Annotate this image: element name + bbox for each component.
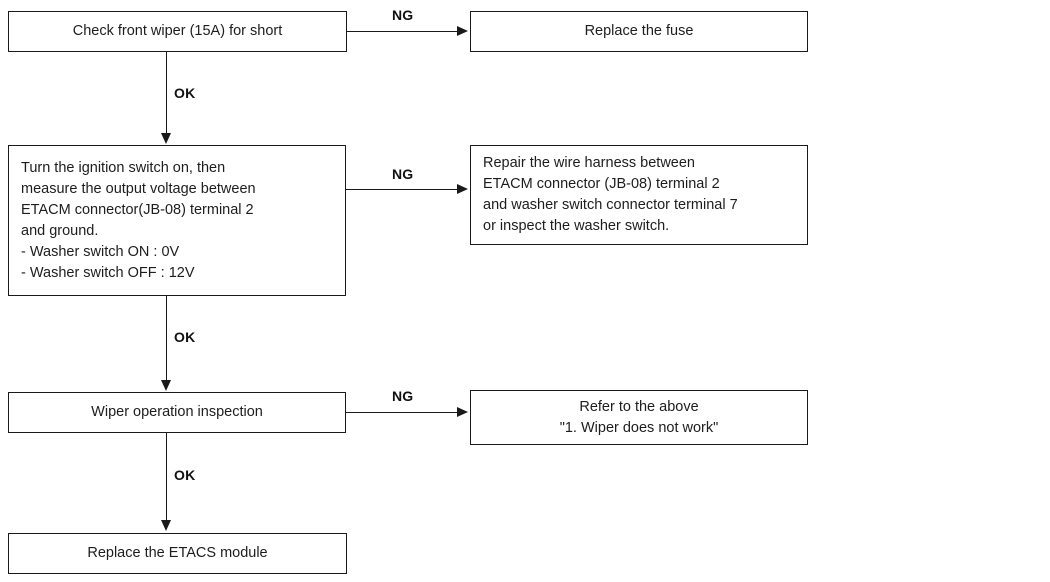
edge-label-ok-3: OK bbox=[174, 467, 196, 483]
node-check-fuse-text: Check front wiper (15A) for short bbox=[72, 23, 283, 39]
connector-ng-1-arrowhead bbox=[457, 26, 468, 36]
node-repair-harness[interactable]: Repair the wire harness between ETACM co… bbox=[470, 145, 808, 245]
edge-label-ok-1: OK bbox=[174, 85, 196, 101]
connector-ng-2-arrowhead bbox=[457, 184, 468, 194]
node-replace-fuse-text: Replace the fuse bbox=[584, 23, 694, 39]
node-wiper-operation-text: Wiper operation inspection bbox=[91, 404, 263, 420]
edge-label-ng-2: NG bbox=[392, 166, 414, 182]
node-check-fuse[interactable]: Check front wiper (15A) for short bbox=[8, 11, 347, 52]
node-wiper-operation[interactable]: Wiper operation inspection bbox=[8, 392, 346, 433]
connector-ok-1-arrowhead bbox=[161, 133, 171, 144]
node-replace-fuse[interactable]: Replace the fuse bbox=[470, 11, 808, 52]
connector-ok-3-arrowhead bbox=[161, 520, 171, 531]
node-replace-etacs-text: Replace the ETACS module bbox=[87, 545, 268, 561]
connector-ng-2-line bbox=[346, 189, 458, 190]
connector-ok-2-arrowhead bbox=[161, 380, 171, 391]
edge-label-ng-3: NG bbox=[392, 388, 414, 404]
connector-ng-3-arrowhead bbox=[457, 407, 468, 417]
edge-label-ok-2: OK bbox=[174, 329, 196, 345]
node-refer-above[interactable]: Refer to the above "1. Wiper does not wo… bbox=[470, 390, 808, 445]
node-measure-voltage-text: Turn the ignition switch on, then measur… bbox=[21, 159, 256, 281]
node-replace-etacs[interactable]: Replace the ETACS module bbox=[8, 533, 347, 574]
connector-ng-3-line bbox=[346, 412, 458, 413]
connector-ok-3-line bbox=[166, 433, 167, 521]
connector-ng-1-line bbox=[347, 31, 458, 32]
node-measure-voltage[interactable]: Turn the ignition switch on, then measur… bbox=[8, 145, 346, 296]
edge-label-ng-1: NG bbox=[392, 7, 414, 23]
node-refer-above-text: Refer to the above "1. Wiper does not wo… bbox=[559, 398, 719, 436]
connector-ok-2-line bbox=[166, 296, 167, 381]
connector-ok-1-line bbox=[166, 52, 167, 134]
node-repair-harness-text: Repair the wire harness between ETACM co… bbox=[483, 155, 738, 234]
